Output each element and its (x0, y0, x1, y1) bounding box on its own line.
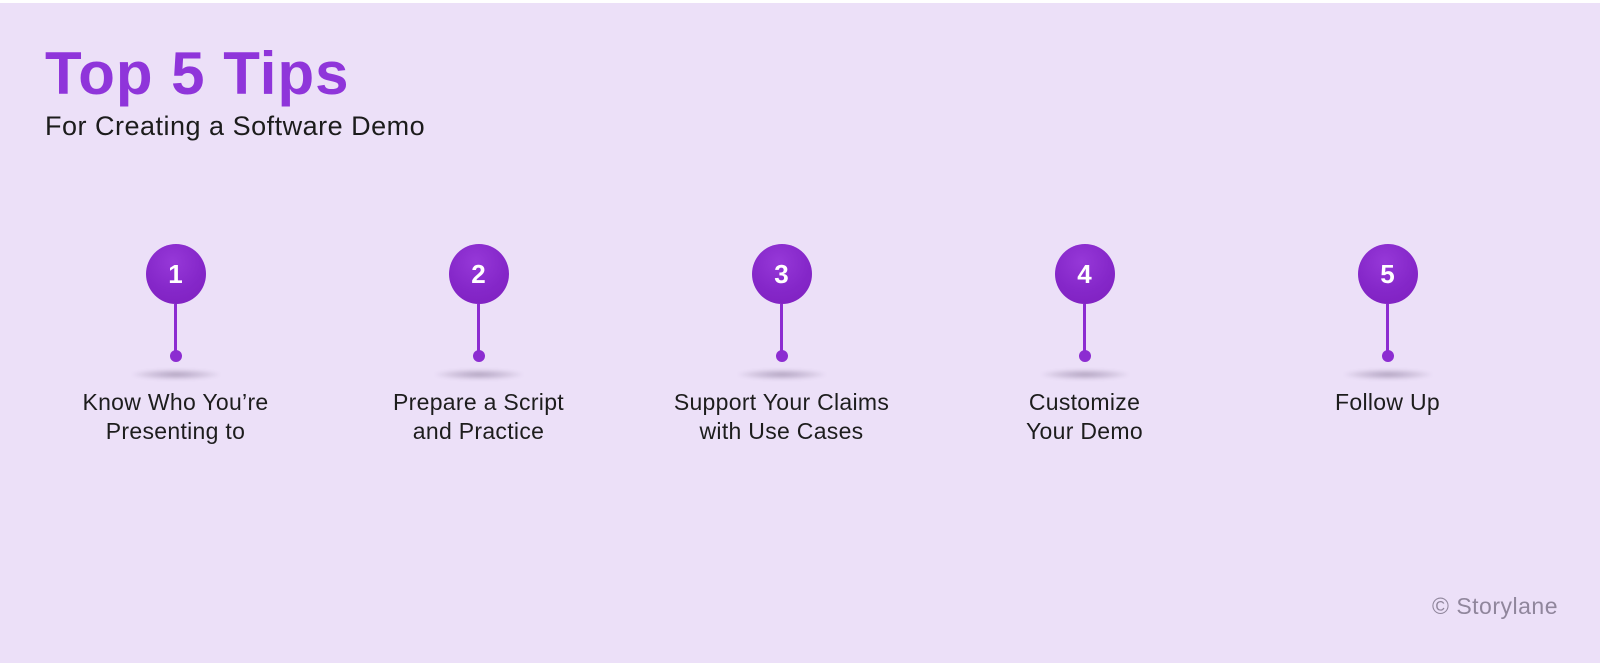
infographic-canvas: Top 5 Tips For Creating a Software Demo … (0, 3, 1600, 663)
step-connector-dot (169, 350, 182, 362)
step-label-line: Know Who You’re (82, 389, 269, 415)
step-item-2: 2 Prepare a Script and Practice (327, 244, 630, 446)
step-ground-shadow (130, 369, 221, 380)
step-label-line: Presenting to (105, 418, 246, 444)
step-number: 1 (168, 258, 183, 289)
copyright-credit: © Storylane (1431, 593, 1558, 619)
step-number-badge: 3 (751, 244, 812, 304)
step-label: Follow Up (1335, 388, 1440, 417)
step-connector-line (1386, 304, 1389, 352)
step-label-line: Follow Up (1335, 389, 1440, 415)
step-label: Support Your Claims with Use Cases (674, 388, 889, 446)
step-label-line: Prepare a Script (393, 389, 564, 415)
step-ground-shadow (1039, 369, 1130, 380)
page-subtitle: For Creating a Software Demo (45, 111, 426, 141)
step-ground-shadow (736, 369, 827, 380)
step-item-5: 5 Follow Up (1236, 244, 1539, 446)
step-label-line: Your Demo (1026, 418, 1143, 444)
step-number-badge: 2 (448, 244, 509, 304)
step-label-line: Support Your Claims (673, 389, 890, 415)
step-label: Know Who You’re Presenting to (82, 388, 268, 446)
step-label: Customize Your Demo (1026, 388, 1143, 446)
step-number-badge: 5 (1357, 244, 1418, 304)
step-label: Prepare a Script and Practice (393, 388, 564, 446)
step-number: 2 (471, 258, 486, 289)
step-item-1: 1 Know Who You’re Presenting to (24, 244, 327, 446)
step-connector-line (780, 304, 783, 352)
step-label-line: Customize (1028, 389, 1141, 415)
step-number-badge: 1 (145, 244, 206, 304)
header: Top 5 Tips For Creating a Software Demo (45, 41, 425, 142)
step-item-3: 3 Support Your Claims with Use Cases (630, 244, 933, 446)
step-connector-dot (1078, 350, 1091, 362)
page-title: Top 5 Tips (45, 40, 350, 107)
step-ground-shadow (433, 369, 524, 380)
step-connector-line (477, 304, 480, 352)
step-connector-dot (1381, 350, 1394, 362)
step-connector-dot (775, 350, 788, 362)
step-connector-dot (472, 350, 485, 362)
step-number: 3 (774, 258, 789, 289)
steps-row: 1 Know Who You’re Presenting to 2 Prepar… (24, 244, 1540, 446)
step-connector-line (174, 304, 177, 352)
step-number: 4 (1077, 258, 1092, 289)
step-number: 5 (1380, 258, 1395, 289)
step-item-4: 4 Customize Your Demo (933, 244, 1236, 446)
step-ground-shadow (1342, 369, 1433, 380)
step-connector-line (1083, 304, 1086, 352)
step-label-line: with Use Cases (699, 418, 864, 444)
step-number-badge: 4 (1054, 244, 1115, 304)
step-label-line: and Practice (412, 418, 545, 444)
